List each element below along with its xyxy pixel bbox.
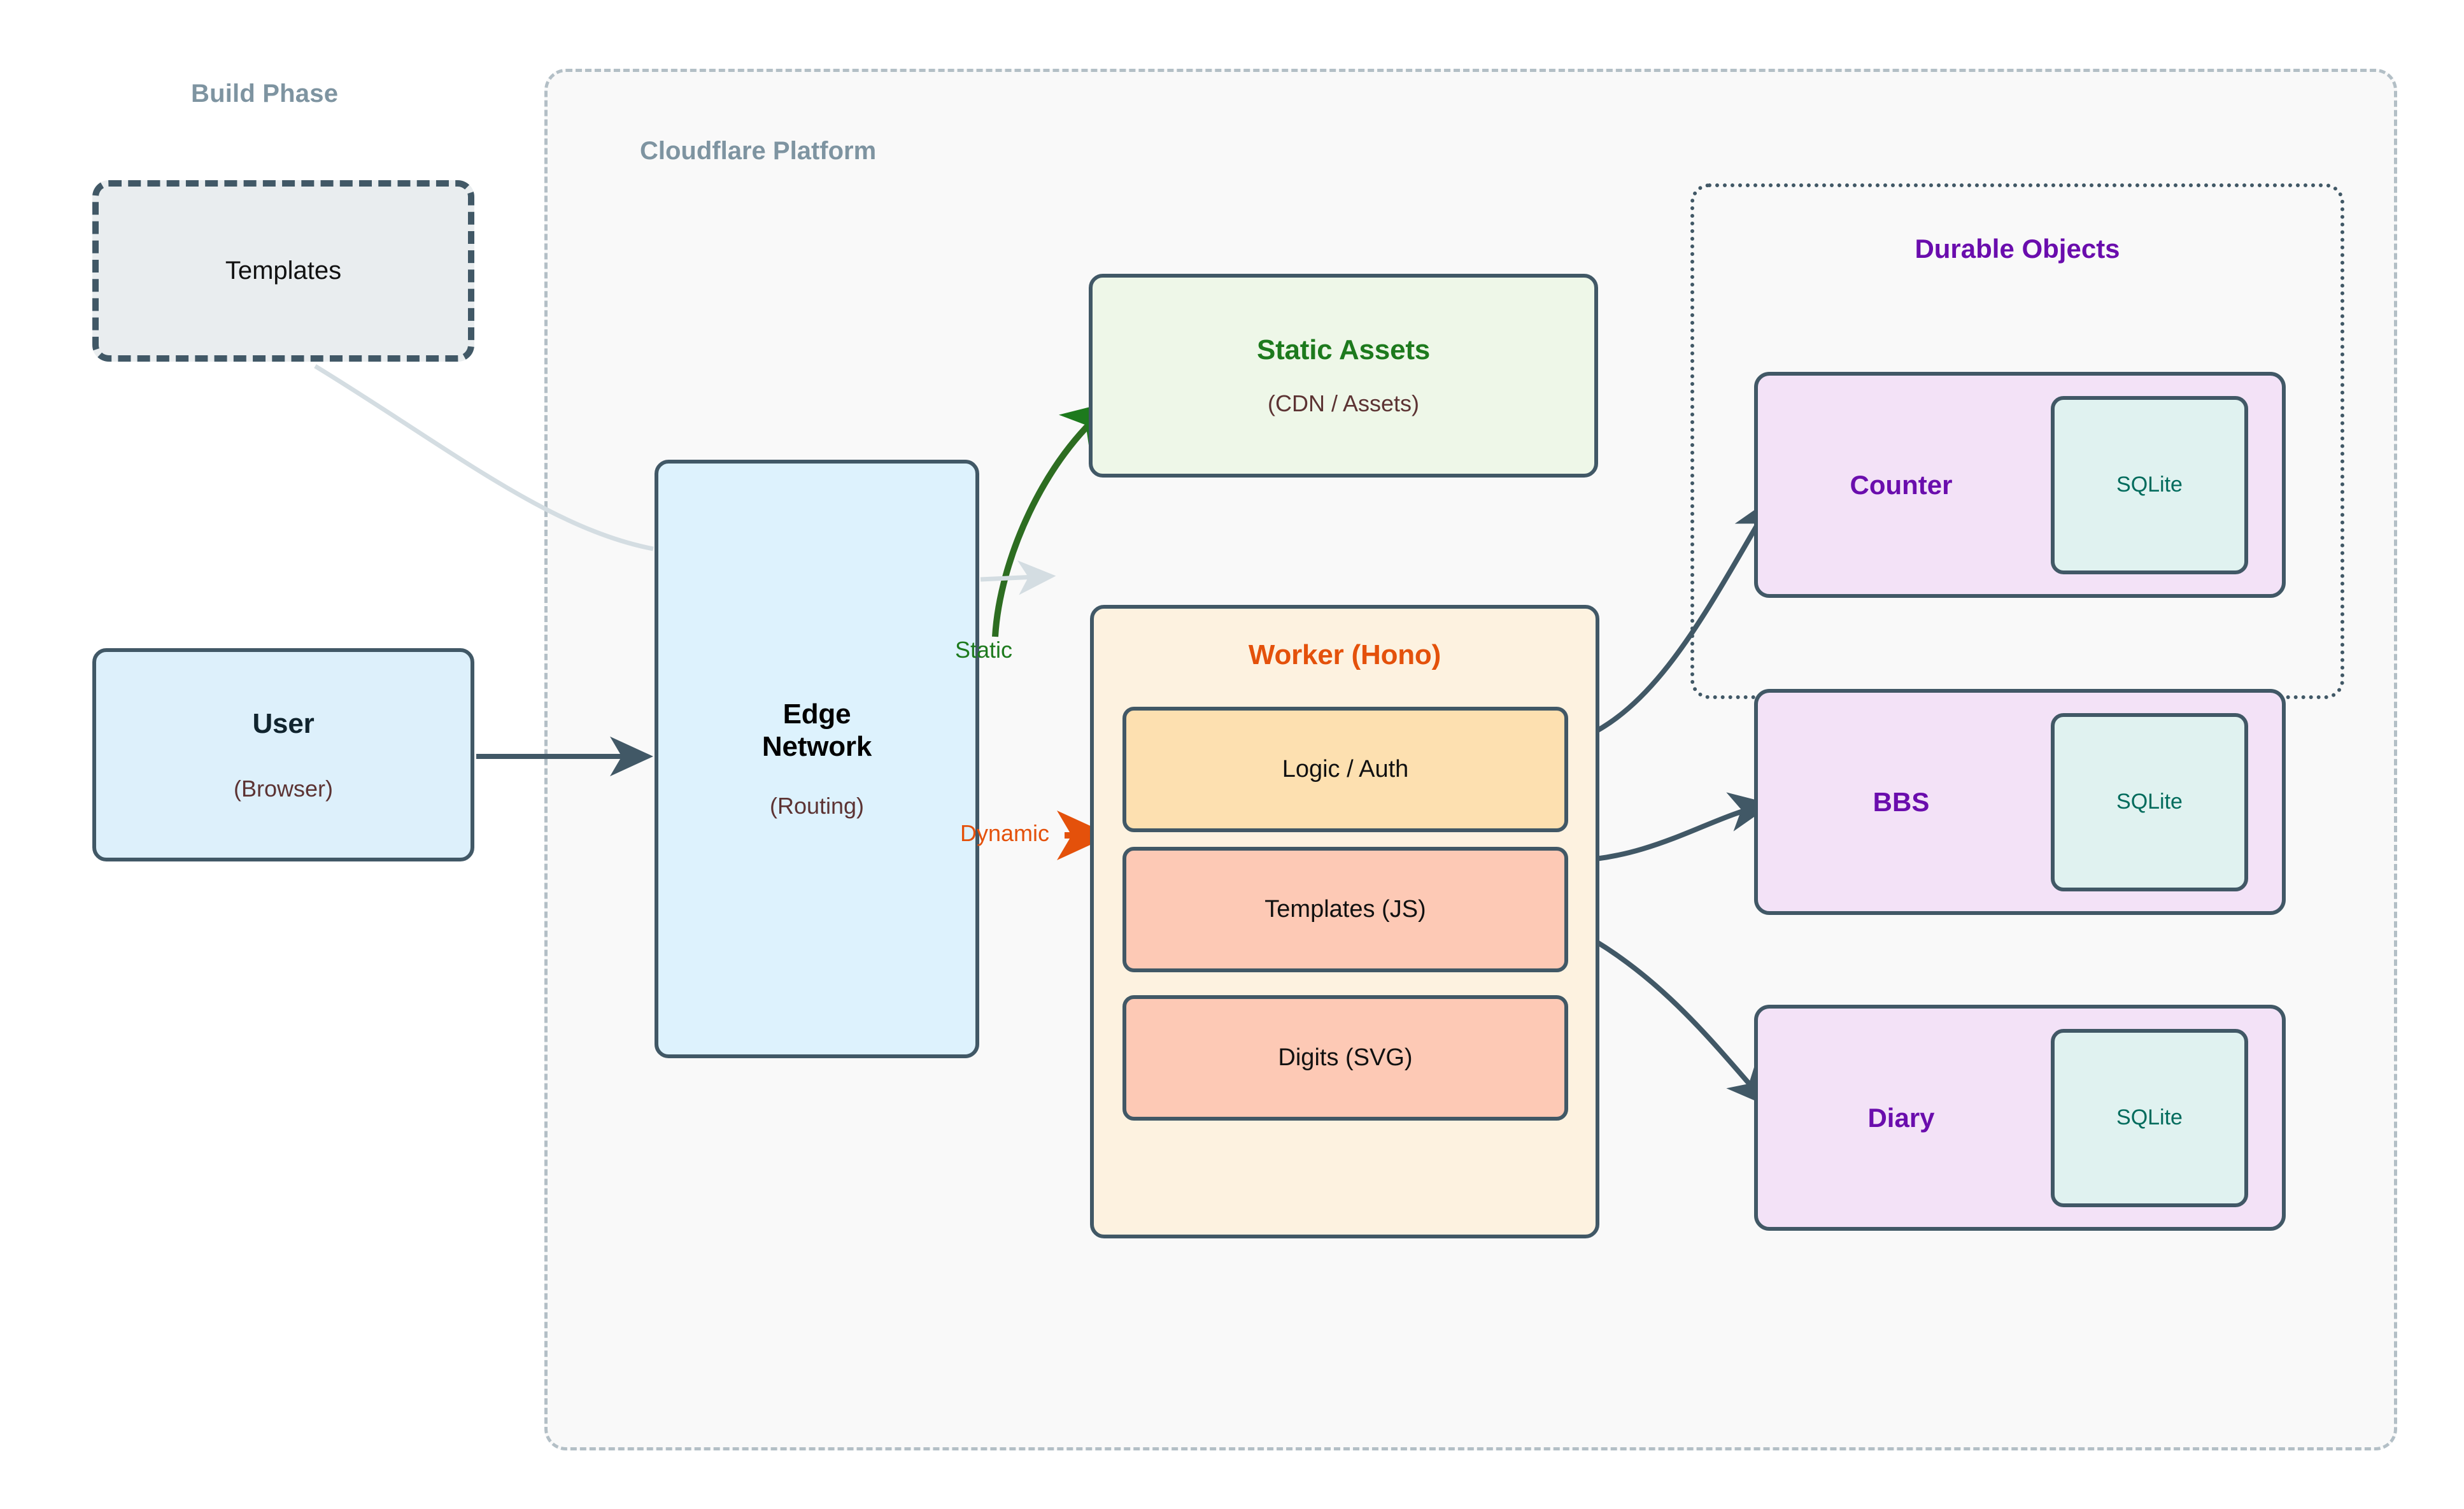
- node-static-assets-title: Static Assets: [1256, 334, 1431, 365]
- node-static-assets[interactable]: Static Assets (CDN / Assets): [1089, 274, 1598, 478]
- node-worker-title: Worker (Hono): [1248, 639, 1441, 670]
- edge-label-static: Static: [955, 637, 1013, 663]
- node-worker-component-logic-auth-label: Logic / Auth: [1282, 756, 1409, 783]
- node-durable-object-bbs-label: BBS: [1873, 786, 1930, 817]
- node-worker-component-logic-auth[interactable]: Logic / Auth: [1122, 707, 1568, 832]
- node-templates-build[interactable]: Templates: [92, 180, 474, 362]
- node-edge-network[interactable]: Edge Network (Routing): [655, 460, 979, 1058]
- node-user-title: User: [252, 707, 315, 739]
- node-durable-object-diary-storage: SQLite: [2051, 1028, 2248, 1207]
- edge-label-dynamic: Dynamic: [960, 820, 1050, 846]
- node-worker-component-templates-js[interactable]: Templates (JS): [1122, 847, 1568, 972]
- node-templates-label: Templates: [225, 257, 342, 285]
- cloudflare-platform-label: Cloudflare Platform: [640, 137, 877, 165]
- node-durable-object-diary-storage-label: SQLite: [2116, 1105, 2183, 1130]
- node-durable-object-counter-label: Counter: [1850, 469, 1953, 500]
- node-edge-network-title: Edge Network: [762, 698, 872, 763]
- node-durable-object-diary-label: Diary: [1867, 1102, 1935, 1133]
- node-durable-object-counter-storage: SQLite: [2051, 395, 2248, 574]
- node-durable-object-diary[interactable]: Diary SQLite: [1754, 1005, 2286, 1231]
- node-durable-object-counter-storage-label: SQLite: [2116, 472, 2183, 497]
- node-static-assets-subtitle: (CDN / Assets): [1267, 390, 1420, 416]
- durable-objects-label: Durable Objects: [1915, 234, 2120, 264]
- node-edge-network-subtitle: (Routing): [769, 792, 865, 819]
- node-durable-object-bbs-storage-label: SQLite: [2116, 790, 2183, 814]
- node-durable-object-counter[interactable]: Counter SQLite: [1754, 372, 2286, 598]
- node-edge-network-title-line2: Network: [761, 731, 872, 762]
- node-worker-component-templates-js-label: Templates (JS): [1264, 896, 1426, 923]
- build-phase-label: Build Phase: [191, 80, 339, 108]
- node-user[interactable]: User (Browser): [92, 648, 474, 861]
- node-worker-component-digits-svg-label: Digits (SVG): [1278, 1044, 1413, 1071]
- node-durable-object-bbs[interactable]: BBS SQLite: [1754, 689, 2286, 915]
- node-durable-object-bbs-storage: SQLite: [2051, 712, 2248, 891]
- node-edge-network-title-line1: Edge: [782, 698, 851, 730]
- node-user-subtitle: (Browser): [233, 775, 333, 802]
- node-worker-component-digits-svg[interactable]: Digits (SVG): [1122, 995, 1568, 1121]
